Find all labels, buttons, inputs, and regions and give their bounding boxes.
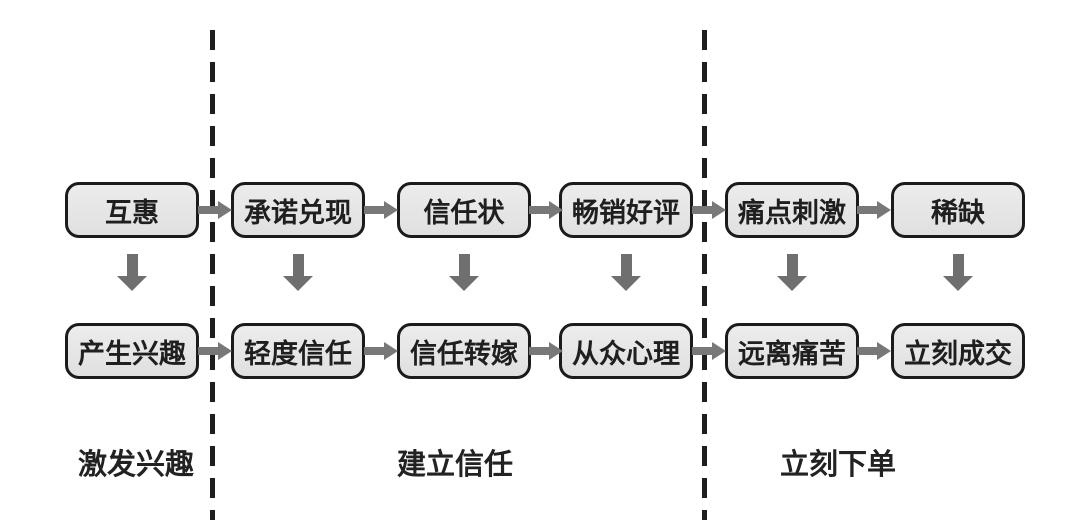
arrow-right-icon (857, 201, 891, 219)
flow-node-bottom-1: 产生兴趣 (65, 323, 199, 379)
stage-divider-left (210, 30, 215, 520)
flow-node-top-6: 稀缺 (891, 182, 1025, 238)
arrow-down-icon (449, 254, 479, 291)
arrow-right-icon (364, 342, 398, 360)
arrow-down-icon (283, 254, 313, 291)
flow-node-bottom-4: 从众心理 (559, 323, 693, 379)
arrow-down-icon (611, 254, 641, 291)
flow-node-top-5: 痛点刺激 (725, 182, 859, 238)
arrow-down-icon (117, 254, 147, 291)
arrow-right-icon (692, 342, 726, 360)
arrow-right-icon (692, 201, 726, 219)
stage-label-interest: 激发兴趣 (78, 449, 195, 481)
arrow-right-icon (529, 342, 563, 360)
flow-node-top-3: 信任状 (397, 182, 531, 238)
stage-label-trust: 建立信任 (397, 449, 514, 481)
arrow-down-icon (777, 254, 807, 291)
stage-label-order: 立刻下单 (780, 449, 897, 481)
arrow-right-icon (857, 342, 891, 360)
flow-node-bottom-2: 轻度信任 (231, 323, 365, 379)
flow-node-top-4: 畅销好评 (559, 182, 693, 238)
flow-node-bottom-3: 信任转嫁 (397, 323, 531, 379)
arrow-down-icon (943, 254, 973, 291)
arrow-right-icon (529, 201, 563, 219)
flow-node-top-1: 互惠 (65, 182, 199, 238)
arrow-right-icon (364, 201, 398, 219)
arrow-right-icon (198, 201, 232, 219)
flow-node-bottom-6: 立刻成交 (891, 323, 1025, 379)
stage-divider-right (702, 30, 707, 520)
arrow-right-icon (198, 342, 232, 360)
flow-node-bottom-5: 远离痛苦 (725, 323, 859, 379)
flow-node-top-2: 承诺兑现 (231, 182, 365, 238)
